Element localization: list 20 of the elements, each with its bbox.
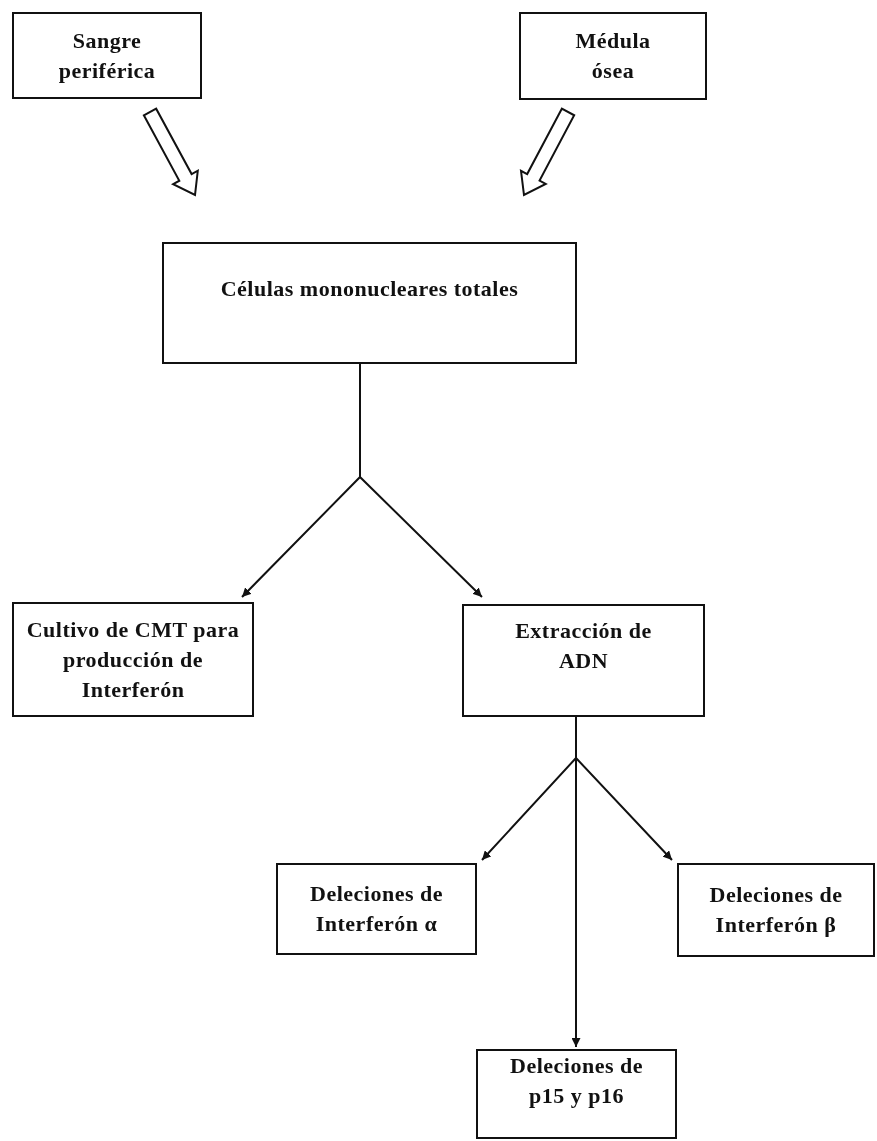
process-box [276,863,477,955]
box-label: Deleciones de Interferón β [708,881,844,939]
block-arrow [519,107,576,197]
process-box [476,1049,677,1139]
arrow [571,716,581,1048]
box-label: Cultivo de CMT para producción de Interferón [25,615,241,704]
box-label: Deleciones de p15 y p16 [509,1052,644,1110]
box-label: Médula ósea [574,27,652,85]
process-box [519,12,707,100]
box-label: Sangre periférica [57,26,157,85]
arrow [359,363,483,598]
block-arrow [142,107,199,197]
process-box [162,242,577,364]
box-label: Extracción de ADN [514,617,653,675]
process-box [12,602,254,717]
box-label: Células mononucleares totales [220,275,519,303]
box-label: Deleciones de Interferón α [309,880,444,938]
process-box [462,604,705,717]
process-box [677,863,875,957]
process-box [12,12,202,99]
